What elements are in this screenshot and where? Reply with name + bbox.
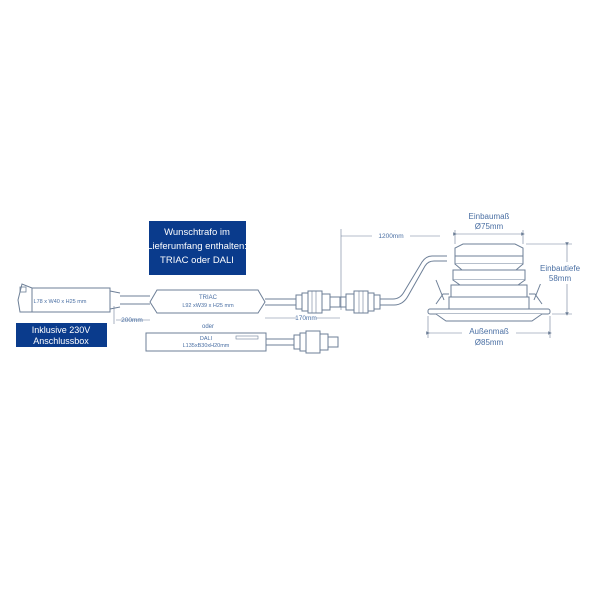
connector-dali [293,330,339,354]
connector-ribs [311,291,364,313]
oder-branch: oder [202,324,214,330]
einbaumass-label: Einbaumaß [469,212,510,221]
einbautiefe-value: 58mm [549,274,572,283]
dim-aussenmass: Außenmaß Ø85mm [426,316,552,347]
cable-connector-to-lamp [380,255,447,306]
aussenmass-value: Ø85mm [475,338,504,347]
transformer-callout: Wunschtrafo im Lieferumfang enthalten: T… [147,221,247,275]
cable-170-label: 170mm [295,315,317,322]
connector-pair-triac [295,290,381,314]
oder-label: oder [202,324,214,330]
dim-einbautiefe: Einbautiefe 58mm [526,242,581,316]
triac-dims-label: L92 xW39 x H25 mm [182,303,234,309]
triac-name-label: TRIAC [199,295,218,301]
transformer-callout-line1: Wunschtrafo im [164,227,230,238]
einbautiefe-label: Einbautiefe [540,264,581,273]
junction-box: L78 x W40 x H25 mm [17,283,121,313]
cable-1200-label: 1200mm [378,233,403,240]
aussenmass-label: Außenmaß [469,327,509,336]
transformer-callout-line3: TRIAC oder DALI [160,255,234,266]
dim-170mm: 170mm [265,315,340,322]
dim-einbaumass: Einbaumaß Ø75mm [453,212,525,244]
transformer-callout-line2: Lieferumfang enthalten: [147,241,247,252]
junction-box-dims-label: L78 x W40 x H25 mm [34,299,87,305]
cable-box-to-triac [120,295,150,305]
dali-name-label: DALI [200,336,213,342]
triac-driver: TRIAC L92 xW39 x H25 mm [149,289,266,314]
dali-dims-label: L135xB30xH20mm [183,343,230,349]
cable-triac-to-connector [265,298,296,306]
junction-box-callout: Inklusive 230V Anschlussbox [16,323,107,347]
einbaumass-value: Ø75mm [475,222,504,231]
dali-driver: DALI L135xB30xH20mm [145,332,267,352]
junction-box-callout-line2: Anschlussbox [33,336,89,346]
dim-200mm: 200mm [113,306,150,324]
cable-200-label: 200mm [121,317,143,324]
junction-box-callout-line1: Inklusive 230V [32,325,91,335]
downlight [427,243,551,322]
cable-dali-to-connector [266,338,294,346]
dim-1200mm: 1200mm [340,229,440,310]
